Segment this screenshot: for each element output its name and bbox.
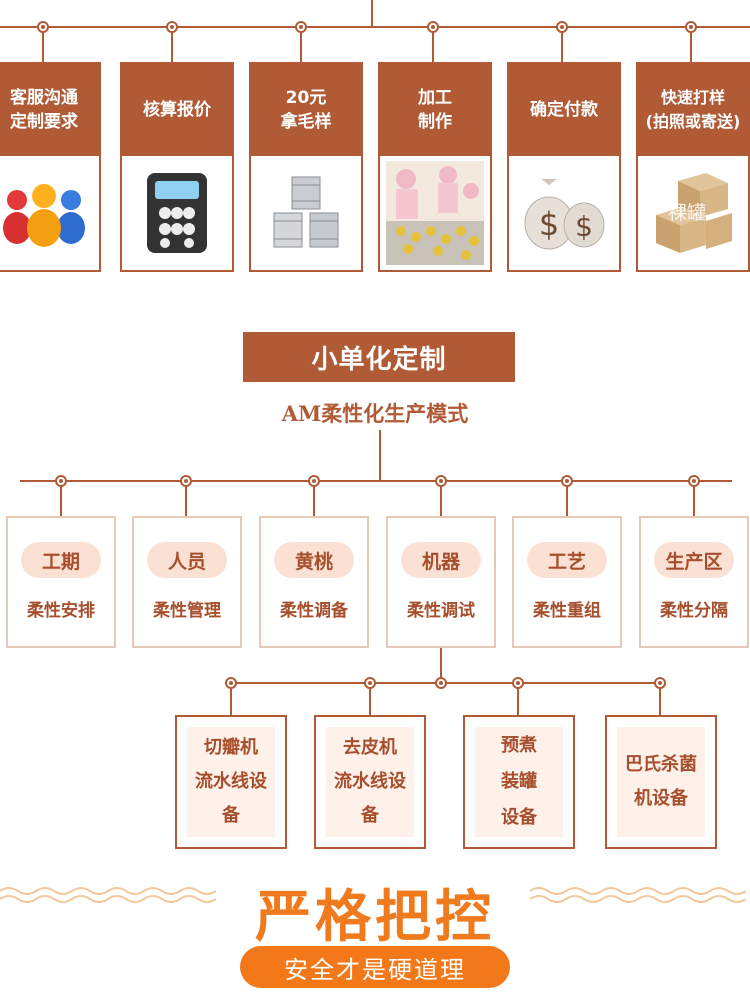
drop-line xyxy=(659,688,661,715)
equipment-label: 去皮机 流水线设备 xyxy=(326,727,414,837)
middle-horizontal-line xyxy=(20,480,732,482)
equipment-box-sterilizer: 巴氏杀菌 机设备 xyxy=(605,715,717,849)
step-title: 客服沟通 定制要求 xyxy=(0,64,99,156)
flex-box-peach: 黄桃 柔性调备 xyxy=(259,516,369,648)
flex-desc: 柔性调备 xyxy=(280,601,348,621)
step-title: 加工 制作 xyxy=(380,64,490,156)
flex-desc: 柔性管理 xyxy=(153,601,221,621)
step-title: 确定付款 xyxy=(509,64,619,156)
wave-decoration-left xyxy=(0,887,217,903)
equipment-box-slicer: 切瓣机 流水线设备 xyxy=(175,715,287,849)
flex-box-schedule: 工期 柔性安排 xyxy=(6,516,116,648)
money-bags-icon: $ $ xyxy=(509,156,619,270)
equipment-label: 巴氏杀菌 机设备 xyxy=(617,727,705,837)
drop-line xyxy=(440,486,442,516)
top-vertical-line xyxy=(371,0,373,27)
cans-icon xyxy=(251,156,361,270)
step-card-proof: 快速打样 (拍照或寄送) 裸罐 xyxy=(636,62,750,272)
flex-tag: 工期 xyxy=(21,542,101,578)
svg-text:$: $ xyxy=(575,210,593,243)
top-horizontal-line xyxy=(0,26,750,28)
factory-photo xyxy=(380,156,490,270)
drop-line xyxy=(300,32,302,62)
flex-desc: 柔性安排 xyxy=(27,601,95,621)
drop-line xyxy=(561,32,563,62)
connector-dot xyxy=(512,677,524,689)
drop-line xyxy=(171,32,173,62)
lower-vertical-line xyxy=(440,648,442,684)
drop-line xyxy=(517,688,519,715)
flex-box-staff: 人员 柔性管理 xyxy=(132,516,242,648)
flex-box-area: 生产区 柔性分隔 xyxy=(639,516,749,648)
drop-line xyxy=(432,32,434,62)
section-banner: 小单化定制 xyxy=(243,332,515,382)
flex-tag: 工艺 xyxy=(527,542,607,578)
boxes-icon xyxy=(638,156,748,270)
equipment-label: 切瓣机 流水线设备 xyxy=(187,727,275,837)
drop-line xyxy=(313,486,315,516)
equipment-box-peeler: 去皮机 流水线设备 xyxy=(314,715,426,849)
step-card-consult: 客服沟通 定制要求 xyxy=(0,62,101,272)
drop-line xyxy=(60,486,62,516)
step-card-process: 加工 制作 xyxy=(378,62,492,272)
people-icon xyxy=(0,156,99,270)
step-title: 核算报价 xyxy=(122,64,232,156)
flex-desc: 柔性分隔 xyxy=(660,601,728,621)
footer-title: 严格把控 xyxy=(255,885,495,950)
flex-tag: 黄桃 xyxy=(274,542,354,578)
flex-tag: 机器 xyxy=(401,542,481,578)
drop-line xyxy=(42,32,44,62)
step-card-sample: 20元 拿毛样 xyxy=(249,62,363,272)
drop-line xyxy=(185,486,187,516)
watermark-text: 裸罐 xyxy=(668,202,707,224)
step-card-quote: 核算报价 xyxy=(120,62,234,272)
calculator-icon xyxy=(122,156,232,270)
flex-desc: 柔性重组 xyxy=(533,601,601,621)
safety-slogan-button: 安全才是硬道理 xyxy=(240,946,510,988)
step-title: 快速打样 (拍照或寄送) xyxy=(638,64,748,156)
middle-vertical-line xyxy=(379,430,381,482)
drop-line xyxy=(566,486,568,516)
lower-horizontal-line xyxy=(230,682,664,684)
flex-tag: 人员 xyxy=(147,542,227,578)
step-card-payment: 确定付款 $ $ xyxy=(507,62,621,272)
flex-tag: 生产区 xyxy=(654,542,734,578)
step-title: 20元 拿毛样 xyxy=(251,64,361,156)
flex-desc: 柔性调试 xyxy=(407,601,475,621)
drop-line xyxy=(369,688,371,715)
drop-line xyxy=(693,486,695,516)
equipment-label: 预煮 装罐 设备 xyxy=(475,727,563,837)
svg-text:$: $ xyxy=(539,205,559,243)
drop-line xyxy=(690,32,692,62)
flex-box-craft: 工艺 柔性重组 xyxy=(512,516,622,648)
flex-box-machine: 机器 柔性调试 xyxy=(386,516,496,648)
wave-decoration-right xyxy=(530,887,747,903)
section-subtitle: AM柔性化生产模式 xyxy=(281,401,469,426)
connector-dot xyxy=(55,475,67,487)
connector-dot xyxy=(435,677,447,689)
drop-line xyxy=(230,688,232,715)
equipment-box-canning: 预煮 装罐 设备 xyxy=(463,715,575,849)
